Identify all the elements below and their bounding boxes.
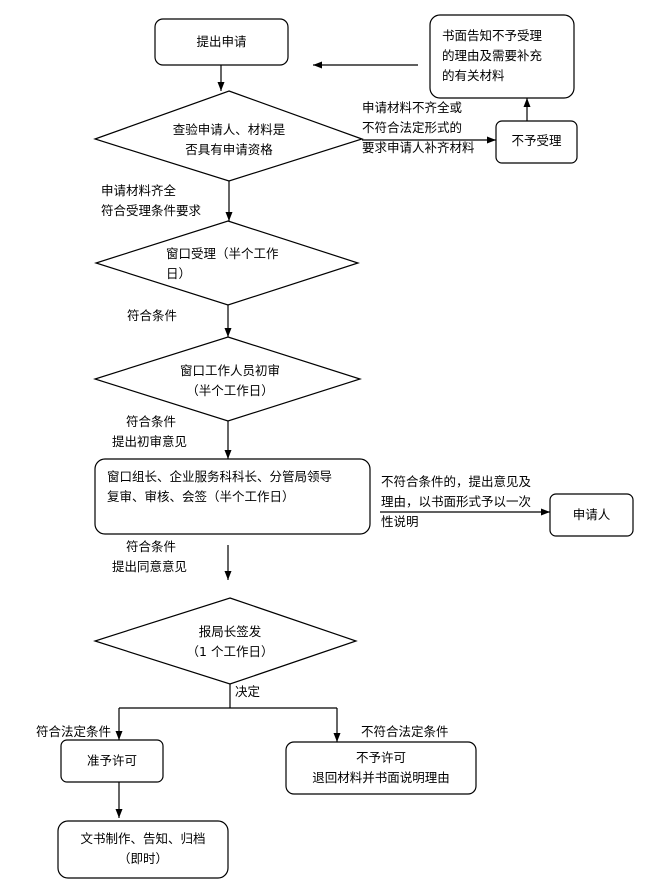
label-qualified-opinion-line-2: 提出初审意见 <box>112 434 188 449</box>
node-inform-text: 书面告知不予受理 的理由及需要补充 的有关材料 <box>442 26 542 86</box>
node-reject-accept-text: 不予受理 <box>511 133 562 148</box>
label-legal-ok: 符合法定条件 <box>36 724 112 739</box>
label-agree-opinion-line-1: 符合条件 <box>126 539 177 554</box>
node-joint-review-line-1: 窗口组长、企业服务科科长、分管局领导 <box>107 469 333 484</box>
node-approve-box <box>60 739 164 783</box>
label-qualified-opinion-line-1: 符合条件 <box>126 414 177 429</box>
node-documents-text: 文书制作、告知、归档 （即时） <box>58 829 228 869</box>
node-documents-box <box>57 820 229 879</box>
node-reject-accept-box <box>495 120 578 164</box>
label-not-qualified-line-1: 不符合条件的，提出意见及 <box>381 474 532 489</box>
node-initial-review-text: 窗口工作人员初审 （半个工作日） <box>150 361 310 401</box>
node-deny-box <box>285 741 477 795</box>
node-documents-line-2: （即时） <box>117 851 168 866</box>
node-deny-line-2: 退回材料并书面说明理由 <box>312 770 450 785</box>
node-director-sign-line-1: 报局长签发 <box>198 624 262 639</box>
node-apply-text: 提出申请 <box>196 34 247 49</box>
node-window-accept-text: 窗口受理（半个工作 日） <box>166 244 279 284</box>
node-window-accept-line-1: 窗口受理（半个工作 <box>166 246 279 261</box>
node-director-sign-text: 报局长签发 （1 个工作日） <box>150 622 310 662</box>
node-director-sign-line-2: （1 个工作日） <box>186 644 274 659</box>
label-agree-opinion: 符合条件 提出同意意见 <box>112 537 187 577</box>
label-incomplete: 申请材料不齐全或 不符合法定形式的 要求申请人补齐材料 <box>362 98 475 158</box>
node-inform-box <box>429 14 575 99</box>
node-joint-review-line-2: 复审、审核、会签（半个工作日） <box>107 489 295 504</box>
node-applicant-text: 申请人 <box>572 507 611 522</box>
node-applicant-box <box>549 493 634 537</box>
node-check-text: 查验申请人、材料是 否具有申请资格 <box>144 120 314 160</box>
node-check-line-2: 否具有申请资格 <box>185 142 273 157</box>
label-complete-line-1: 申请材料齐全 <box>101 183 177 198</box>
node-window-accept-line-2: 日） <box>166 266 192 281</box>
label-not-qualified-line-2: 理由，以书面形式予以一次 <box>381 494 532 509</box>
label-legal-not: 不符合法定条件 <box>361 724 449 739</box>
node-documents-line-1: 文书制作、告知、归档 <box>80 831 206 846</box>
node-joint-review-box <box>94 458 371 535</box>
label-incomplete-line-1: 申请材料不齐全或 <box>362 100 463 115</box>
node-deny-text: 不予许可 退回材料并书面说明理由 <box>286 748 476 788</box>
node-inform-line-2: 的理由及需要补充 <box>442 48 543 63</box>
node-joint-review-text: 窗口组长、企业服务科科长、分管局领导 复审、审核、会签（半个工作日） <box>107 467 332 507</box>
label-incomplete-line-3: 要求申请人补齐材料 <box>362 140 475 155</box>
node-inform-line-1: 书面告知不予受理 <box>442 28 543 43</box>
node-deny-line-1: 不予许可 <box>355 750 406 765</box>
label-complete-line-2: 符合受理条件要求 <box>101 203 202 218</box>
label-decision: 决定 <box>235 684 261 699</box>
label-qualified: 符合条件 <box>127 308 178 323</box>
node-check-line-1: 查验申请人、材料是 <box>172 122 286 137</box>
node-initial-review-line-1: 窗口工作人员初审 <box>179 363 280 378</box>
label-not-qualified: 不符合条件的，提出意见及 理由，以书面形式予以一次 性说明 <box>381 472 531 532</box>
node-initial-review-line-2: （半个工作日） <box>186 383 274 398</box>
label-agree-opinion-line-2: 提出同意意见 <box>112 559 188 574</box>
label-incomplete-line-2: 不符合法定形式的 <box>362 120 463 135</box>
label-complete: 申请材料齐全 符合受理条件要求 <box>101 181 201 221</box>
node-approve-text: 准予许可 <box>86 753 137 768</box>
node-inform-line-3: 的有关材料 <box>442 68 505 83</box>
label-not-qualified-line-3: 性说明 <box>381 514 419 529</box>
label-qualified-opinion: 符合条件 提出初审意见 <box>112 412 187 452</box>
